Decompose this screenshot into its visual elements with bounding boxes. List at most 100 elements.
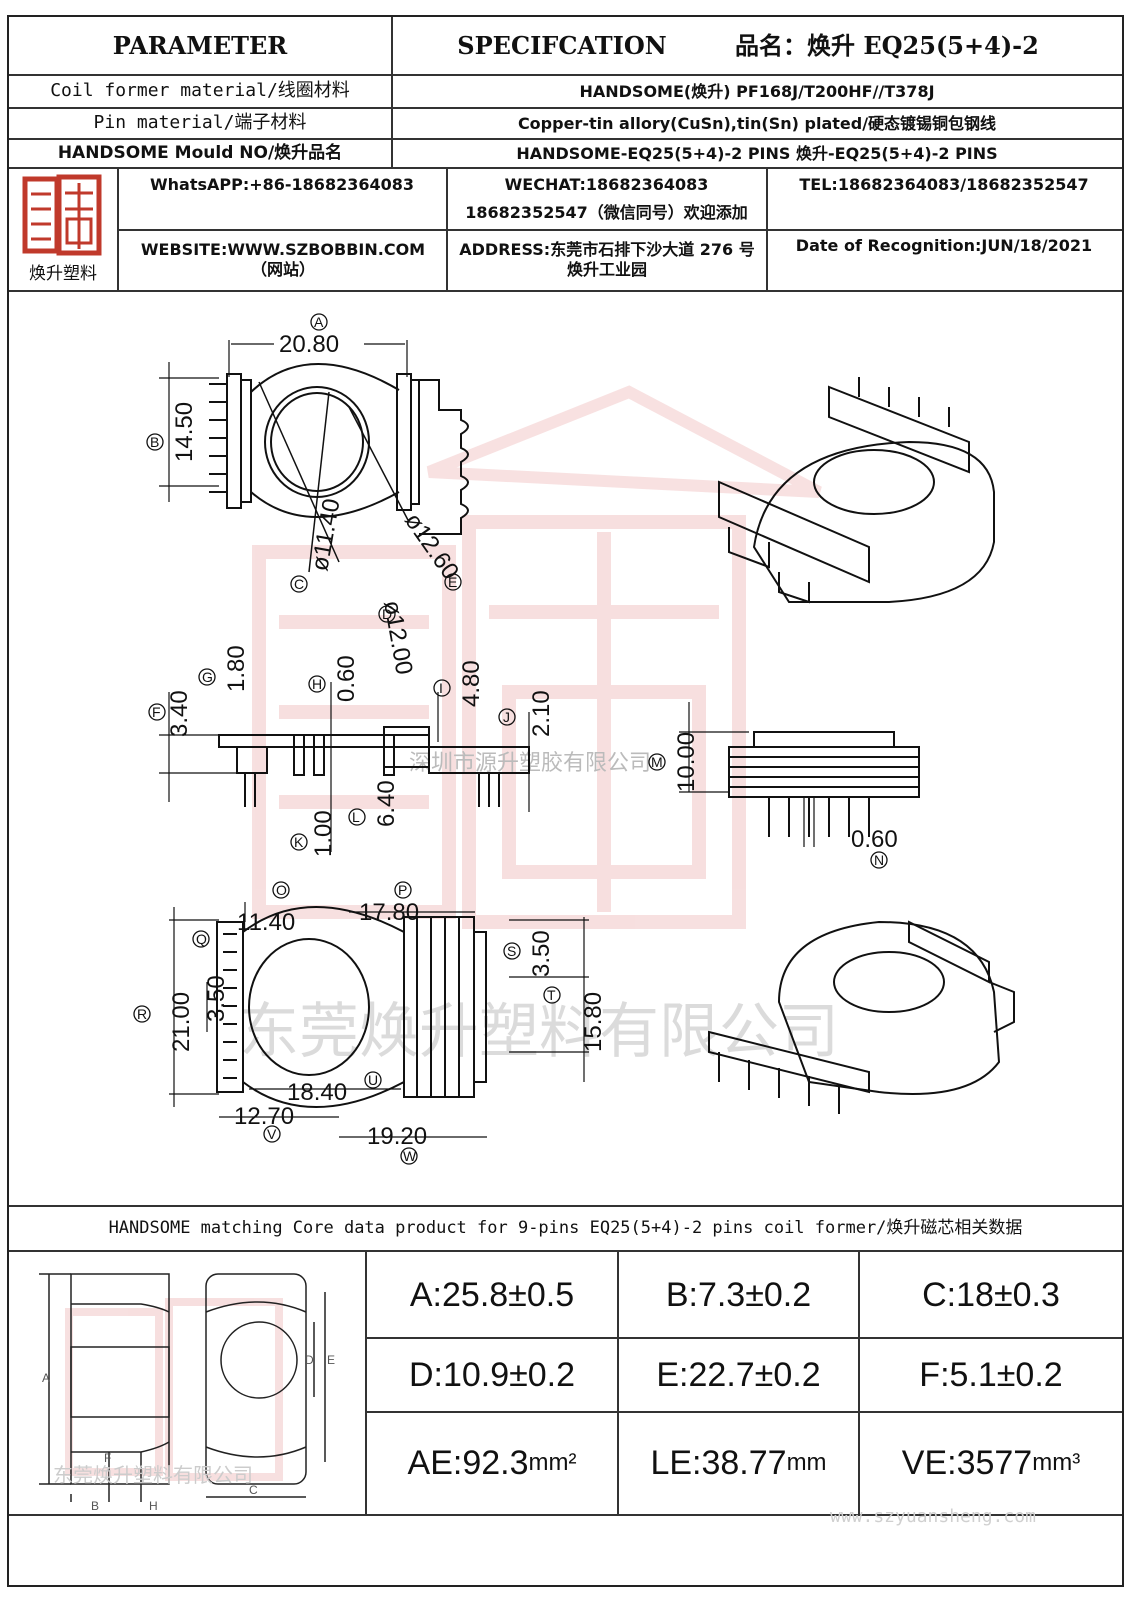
dim-n-value: 0.60: [851, 826, 898, 853]
core-value-a: A:25.8±0.5: [409, 1275, 575, 1314]
svg-text:M: M: [651, 754, 663, 770]
company-wechat-line1: WECHAT:18682364083: [504, 175, 709, 194]
dim-s-letter: S: [503, 942, 521, 960]
svg-text:L: L: [352, 809, 360, 825]
core-drawing: A B C D E F H 东莞焕升塑料有限公司: [39, 1273, 335, 1513]
core-watermark-text: 东莞焕升塑料有限公司: [53, 1464, 253, 1487]
dim-r-value: 21.00: [168, 992, 195, 1052]
dim-m-letter: M: [648, 753, 666, 771]
company-tel: TEL:18682364083/18682352547: [799, 175, 1089, 194]
core-label-a: A: [42, 1371, 50, 1385]
svg-text:K: K: [294, 834, 304, 850]
dim-h-value: 0.60: [333, 655, 360, 702]
dim-c-value: ø11.40: [306, 497, 345, 574]
svg-text:I: I: [439, 680, 443, 696]
header-product-name: 品名：焕升 EQ25(5+4)-2: [735, 30, 1039, 60]
company-whatsapp: WhatsAPP:+86-18682364083: [149, 175, 414, 194]
spec-sheet-frame: [7, 15, 1124, 1587]
watermark-text-2: 东莞焕升塑料有限公司: [239, 998, 839, 1065]
dim-m-value: 10.00: [673, 732, 700, 792]
svg-text:O: O: [276, 882, 287, 898]
svg-text:Q: Q: [196, 931, 207, 947]
core-diagram: A B C D E F H 东莞焕升塑料有限公司: [9, 1252, 365, 1514]
company-wechat-line2: 18682352547（微信同号）欢迎添加: [465, 203, 748, 222]
dim-v-value: 12.70: [234, 1103, 294, 1130]
core-watermark-logo-icon: [65, 1298, 283, 1481]
company-date: Date of Recognition:JUN/18/2021: [795, 236, 1093, 255]
dim-g-letter: G: [198, 668, 216, 686]
dim-u-value: 18.40: [287, 1079, 347, 1106]
company-address: ADDRESS:东莞市石排下沙大道 276 号焕升工业园: [459, 240, 755, 279]
dim-o-value: 11.40: [237, 909, 295, 936]
core-label-e: E: [327, 1353, 335, 1367]
dim-j-letter: J: [498, 708, 516, 726]
svg-text:G: G: [202, 669, 213, 685]
row-coil-former-value: HANDSOME(焕升) PF168J/T200HF//T378J: [579, 81, 935, 101]
technical-drawing: 深圳市源升塑胶有限公司 东莞焕升塑料有限公司: [133, 313, 1015, 1165]
svg-text:J: J: [503, 709, 510, 725]
core-value-c: C:18±0.3: [922, 1275, 1060, 1314]
row-mould-no-value: HANDSOME-EQ25(5+4)-2 PINS 焕升-EQ25(5+4)-2…: [516, 143, 998, 163]
dim-i-letter: I: [433, 679, 451, 697]
dim-t-letter: T: [543, 986, 561, 1004]
core-value-e: E:22.7±0.2: [656, 1355, 821, 1394]
svg-text:U: U: [368, 1072, 378, 1088]
svg-text:C: C: [294, 576, 304, 592]
svg-text:D: D: [382, 606, 392, 622]
dim-k-value: 1.00: [310, 810, 337, 857]
svg-text:P: P: [398, 882, 407, 898]
core-label-f: F: [104, 1451, 111, 1465]
core-label-h: H: [149, 1499, 158, 1513]
dim-f-letter: F: [148, 703, 166, 721]
core-section-title: HANDSOME matching Core data product for …: [108, 1217, 1023, 1238]
dim-u-letter: U: [364, 1071, 382, 1089]
dim-s-value: 3.50: [528, 930, 555, 977]
svg-text:B: B: [150, 434, 159, 450]
dim-d-letter: D: [378, 605, 396, 623]
dim-c-letter: C: [290, 575, 308, 593]
dim-b-value: 14.50: [171, 402, 198, 462]
dim-f-value: 3.40: [166, 690, 193, 737]
core-label-c: C: [249, 1483, 258, 1497]
logo-text: 焕升塑料: [29, 264, 97, 284]
dim-j-value: 2.10: [528, 690, 555, 737]
dim-a-letter: A: [310, 313, 328, 331]
dim-l-value: 6.40: [373, 780, 400, 827]
watermark-text-1: 深圳市源升塑胶有限公司: [409, 750, 651, 775]
svg-text:T: T: [547, 987, 556, 1003]
svg-text:S: S: [507, 943, 516, 959]
dim-i-value: 4.80: [458, 660, 485, 707]
row-coil-former-label: Coil former material/线圈材料: [50, 80, 350, 102]
header-specification: SPECIFCATION: [457, 30, 667, 60]
dim-b-letter: B: [146, 433, 164, 451]
core-label-d: D: [305, 1353, 314, 1367]
dim-a-value: 20.80: [279, 331, 339, 358]
dim-r-letter: R: [133, 1005, 151, 1023]
dim-q-letter: Q: [192, 930, 210, 948]
dim-g-value: 1.80: [223, 645, 250, 692]
svg-text:N: N: [874, 852, 884, 868]
core-value-b: B:7.3±0.2: [665, 1275, 812, 1314]
dim-e-letter: E: [444, 573, 462, 591]
dim-w-letter: W: [400, 1147, 418, 1165]
core-label-b: B: [91, 1499, 99, 1513]
dim-h-letter: H: [308, 675, 326, 693]
logo-mark-icon: [22, 174, 102, 256]
header-parameter: PARAMETER: [112, 30, 288, 60]
dim-k-letter: K: [290, 833, 308, 851]
company-website: WEBSITE:WWW.SZBOBBIN.COM（网站）: [140, 240, 426, 279]
website-watermark: www.szyuansheng.com: [830, 1506, 1036, 1527]
row-pin-material-label: Pin material/端子材料: [93, 112, 307, 134]
svg-text:F: F: [152, 704, 161, 720]
dim-q-value: 3.50: [203, 975, 230, 1022]
dim-p-value: 17.80: [359, 899, 419, 926]
svg-text:A: A: [314, 314, 324, 330]
core-value-f: F:5.1±0.2: [919, 1355, 1063, 1394]
svg-text:W: W: [403, 1148, 417, 1164]
dim-n-letter: N: [870, 851, 888, 869]
row-mould-no-label: HANDSOME Mould NO/焕升品名: [57, 142, 343, 163]
dim-w-value: 19.20: [367, 1123, 427, 1150]
core-value-d: D:10.9±0.2: [408, 1355, 576, 1394]
svg-text:E: E: [448, 574, 457, 590]
